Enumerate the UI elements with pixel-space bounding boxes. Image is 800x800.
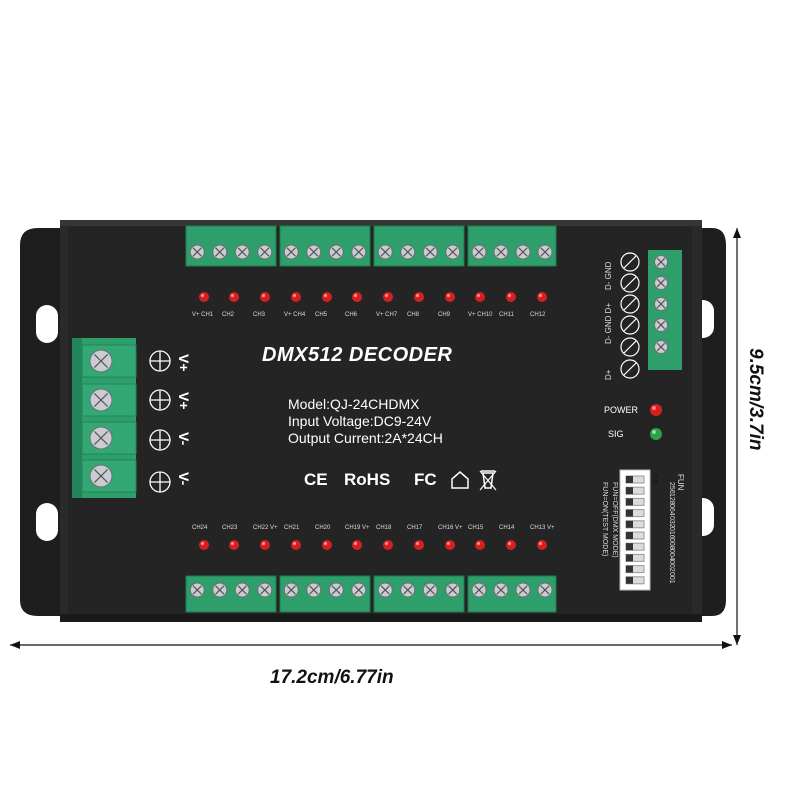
bottom-channel-label: CH24 (192, 525, 208, 531)
top-channel-label: CH9 (438, 312, 451, 318)
sig-led (650, 428, 662, 440)
dip-value-label: 064 (668, 504, 675, 517)
terminal-symbol-icon (620, 273, 640, 293)
channel-led (322, 540, 332, 550)
channel-led (291, 292, 301, 302)
top-channel-label: CH11 (499, 312, 514, 318)
top-channel-label: CH12 (530, 312, 546, 318)
top-channel-label: V+ CH7 (376, 312, 398, 318)
channel-led (445, 540, 455, 550)
signal-label-2: D- GND D+ (604, 302, 613, 344)
rohs-mark: RoHS (344, 470, 391, 489)
top-channel-label: CH3 (253, 312, 266, 318)
bottom-channel-label: CH20 (315, 525, 331, 531)
dip-value-label: 032 (668, 515, 675, 528)
housing-edge-top (60, 220, 702, 226)
dip-fun-label: FUN (676, 474, 685, 491)
channel-led (260, 540, 270, 550)
ce-mark: CE (304, 470, 328, 489)
terminal-symbol-icon (620, 252, 640, 272)
bottom-channel-label: CH13 V+ (530, 525, 555, 531)
bottom-channel-label: CH23 (222, 525, 238, 531)
weee-bin-icon (481, 470, 495, 489)
channel-led (475, 292, 485, 302)
channel-led (537, 292, 547, 302)
bottom-channel-label: CH15 (468, 525, 484, 531)
channel-led (352, 540, 362, 550)
channel-led (506, 540, 516, 550)
channel-led (475, 540, 485, 550)
top-channel-label: CH5 (315, 312, 328, 318)
terminal-label-v-minus-1: V- (176, 432, 192, 446)
channel-led (291, 540, 301, 550)
bottom-channel-label: CH14 (499, 525, 515, 531)
input-voltage-text: Input Voltage:DC9-24V (288, 413, 432, 429)
bottom-channel-label: CH16 V+ (438, 525, 463, 531)
channel-led (199, 540, 209, 550)
top-channel-label: V+ CH1 (192, 312, 214, 318)
terminal-label-v-plus-2: V+ (176, 392, 192, 410)
channel-led (383, 292, 393, 302)
housing-face (68, 226, 692, 616)
output-current-text: Output Current:2A*24CH (288, 430, 443, 446)
housing-edge-bottom (60, 614, 702, 622)
channel-led (383, 540, 393, 550)
channel-led (229, 292, 239, 302)
channel-led (199, 292, 209, 302)
bottom-channel-label: CH17 (407, 525, 423, 531)
channel-led (229, 540, 239, 550)
channel-led (445, 292, 455, 302)
top-channel-label: CH6 (345, 312, 358, 318)
dip-on-label: ON (651, 474, 658, 485)
terminal-symbol-icon (620, 337, 640, 357)
mount-slot (36, 503, 58, 541)
top-channel-label: V+ CH4 (284, 312, 306, 318)
power-led (650, 404, 662, 416)
terminal-symbol-icon (620, 359, 640, 379)
sig-label: SIG (608, 429, 624, 439)
house-icon (451, 471, 469, 489)
terminal-symbol-icon (620, 315, 640, 335)
channel-led (414, 292, 424, 302)
terminal-label-v-plus-1: V+ (176, 354, 192, 372)
bottom-channel-label: CH22 V+ (253, 525, 278, 531)
dip-value-label: 002 (668, 560, 675, 573)
dip-value-label: 008 (668, 538, 675, 550)
fc-mark: FC (414, 470, 437, 489)
top-channel-label: CH2 (222, 312, 235, 318)
dip-mode-off-label: FUN=OFF(DMX MODE) (611, 482, 618, 558)
top-channel-label: CH8 (407, 312, 420, 318)
dip-value-label: 001 (668, 571, 675, 584)
bottom-channel-label: CH18 (376, 525, 392, 531)
channel-led (352, 292, 362, 302)
channel-led (506, 292, 516, 302)
terminal-label-v-minus-2: V- (176, 472, 192, 486)
channel-led (414, 540, 424, 550)
top-channel-label: V+ CH10 (468, 312, 493, 318)
bottom-channel-label: CH19 V+ (345, 525, 370, 531)
width-dimension: 17.2cm/6.77in (270, 667, 394, 688)
height-dimension: 9.5cm/3.7in (745, 348, 766, 451)
channel-led (260, 292, 270, 302)
dip-value-label: 016 (668, 526, 675, 539)
power-label: POWER (604, 405, 639, 415)
model-text: Model:QJ-24CHDMX (288, 396, 420, 412)
dip-value-label: 256 (668, 482, 675, 494)
signal-label-3: D+ (604, 369, 613, 380)
dip-mode-on-label: FUN=ON(TEST MODE) (601, 482, 608, 557)
bottom-channel-label: CH21 (284, 525, 300, 531)
terminal-symbol-icon (620, 294, 640, 314)
channel-led (322, 292, 332, 302)
product-title: DMX512 DECODER (262, 344, 453, 366)
mount-slot (36, 305, 58, 343)
signal-label-1: D- GND (604, 261, 613, 290)
channel-led (537, 540, 547, 550)
